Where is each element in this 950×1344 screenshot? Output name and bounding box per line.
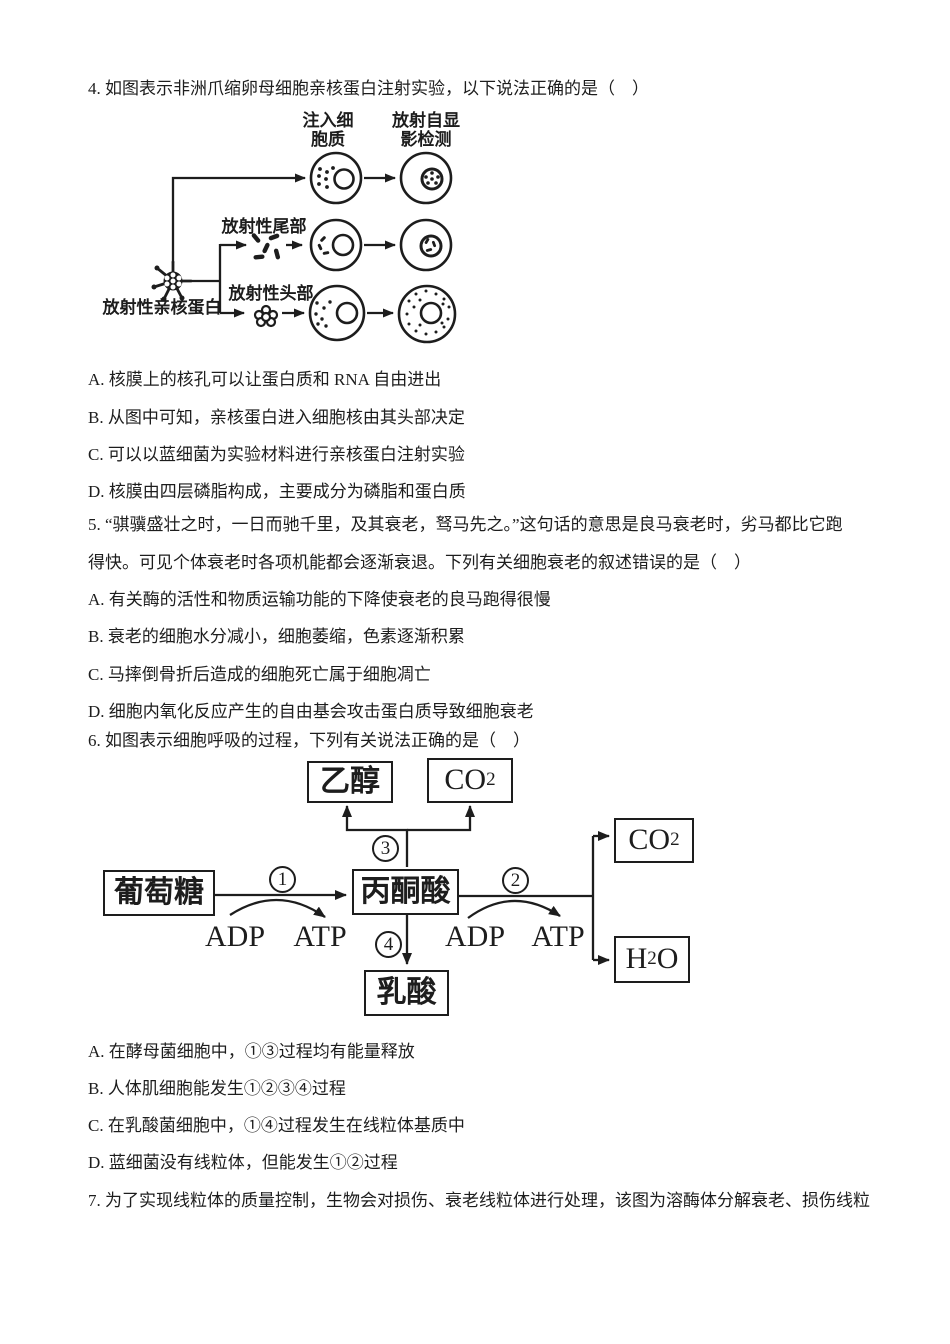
question-6-stem: 6. 如图表示细胞呼吸的过程，下列有关说法正确的是（ ） — [88, 731, 530, 751]
cell-row2-autoradiograph — [399, 218, 453, 272]
box-lactate: 乳酸 — [364, 969, 449, 1016]
arrow-step3-to-co2 — [407, 804, 475, 831]
step-2-circle: 2 — [502, 866, 529, 894]
label-adp-right: ADP — [444, 919, 505, 953]
question-4: 4. 如图表示非洲爪缩卵母细胞亲核蛋白注射实验，以下说法正确的是（ ） — [88, 70, 890, 510]
question-5-options: A. 有关酶的活性和物质运输功能的下降使衰老的良马跑得很慢 B. 衰老的细胞水分… — [88, 581, 890, 730]
option-d: D. 蓝细菌没有线粒体，但能发生①②过程 — [88, 1153, 398, 1173]
box-glucose: 葡萄糖 — [103, 869, 215, 916]
question-5-stem-line1: 5. “骐骥盛壮之时，一日而驰千里，及其衰老，驽马先之。”这句话的意思是良马衰老… — [88, 515, 843, 535]
question-7: 7. 为了实现线粒体的质量控制，生物会对损伤、衰老线粒体进行处理，该图为溶酶体分… — [88, 1182, 890, 1219]
karyophilic-protein-star — [151, 260, 193, 302]
question-5: 5. “骐骥盛壮之时，一日而驰千里，及其衰老，驽马先之。”这句话的意思是良马衰老… — [88, 506, 890, 730]
injection-experiment-figure — [151, 151, 457, 344]
option-b: B. 从图中可知，亲核蛋白进入细胞核由其头部决定 — [88, 407, 465, 427]
respiration-pathway-figure — [215, 804, 610, 965]
cell-row1-injected — [309, 151, 363, 205]
option-a: A. 有关酶的活性和物质运输功能的下降使衰老的良马跑得很慢 — [88, 590, 551, 610]
option-b: B. 衰老的细胞水分减小，细胞萎缩，色素逐渐积累 — [88, 627, 465, 647]
question-7-stem: 7. 为了实现线粒体的质量控制，生物会对损伤、衰老线粒体进行处理，该图为溶酶体分… — [88, 1190, 870, 1210]
arc-adp-atp-right — [467, 899, 561, 919]
label-inject-cytoplasm: 注入细 胞质 — [302, 111, 354, 149]
arrow-step3-to-ethanol — [342, 804, 409, 867]
label-radioactive-protein: 放射性亲核蛋白 — [102, 298, 222, 318]
cell-row2-injected — [309, 218, 363, 272]
option-b: B. 人体肌细胞能发生①②③④过程 — [88, 1078, 346, 1098]
step-4-circle: 4 — [375, 930, 402, 958]
question-6: 6. 如图表示细胞呼吸的过程，下列有关说法正确的是（ ） — [88, 722, 890, 1181]
option-c: C. 在乳酸菌细胞中，①④过程发生在线粒体基质中 — [88, 1116, 465, 1136]
question-6-options: A. 在酵母菌细胞中，①③过程均有能量释放 B. 人体肌细胞能发生①②③④过程 … — [88, 1033, 890, 1182]
step-3-circle: 3 — [372, 834, 399, 862]
cell-row3-autoradiograph — [397, 284, 457, 344]
cell-row3-injected — [308, 284, 366, 342]
radioactive-head-cluster — [253, 305, 279, 328]
step-1-circle: 1 — [269, 865, 296, 893]
option-a: A. 在酵母菌细胞中，①③过程均有能量释放 — [88, 1041, 415, 1061]
arrow-protein-to-cell1 — [171, 173, 306, 264]
page-content: 4. 如图表示非洲爪缩卵母细胞亲核蛋白注射实验，以下说法正确的是（ ） — [88, 70, 890, 1219]
box-ethanol: 乙醇 — [307, 760, 393, 803]
option-d: D. 细胞内氧化反应产生的自由基会攻击蛋白质导致细胞衰老 — [88, 701, 534, 721]
option-c: C. 可以以蓝细菌为实验材料进行亲核蛋白注射实验 — [88, 444, 465, 464]
label-adp-left: ADP — [204, 919, 265, 953]
label-atp-left: ATP — [293, 919, 347, 953]
option-d: D. 核膜由四层磷脂构成，主要成分为磷脂和蛋白质 — [88, 482, 466, 502]
question-4-diagram: 注入细 胞质 放射自显 影检测 放射性尾部 放射性头部 放射性亲核蛋白 — [96, 111, 556, 361]
label-autoradiography: 放射自显 影检测 — [392, 111, 460, 149]
question-4-options: A. 核膜上的核孔可以让蛋白质和 RNA 自由进出 B. 从图中可知，亲核蛋白进… — [88, 361, 890, 510]
label-radioactive-tail: 放射性尾部 — [221, 217, 307, 237]
label-radioactive-head: 放射性头部 — [228, 284, 314, 304]
option-a: A. 核膜上的核孔可以让蛋白质和 RNA 自由进出 — [88, 370, 442, 390]
arc-adp-atp-left — [229, 898, 326, 918]
cell-row1-autoradiograph — [399, 151, 453, 205]
option-c: C. 马摔倒骨折后造成的细胞死亡属于细胞凋亡 — [88, 664, 431, 684]
question-5-stem-line2: 得快。可见个体衰老时各项机能都会逐渐衰退。下列有关细胞衰老的叙述错误的是（ ） — [88, 552, 751, 572]
label-atp-right: ATP — [531, 919, 585, 953]
radioactive-tail-fragments — [251, 233, 281, 260]
question-4-stem: 4. 如图表示非洲爪缩卵母细胞亲核蛋白注射实验，以下说法正确的是（ ） — [88, 79, 649, 98]
box-pyruvate: 丙酮酸 — [352, 868, 459, 915]
